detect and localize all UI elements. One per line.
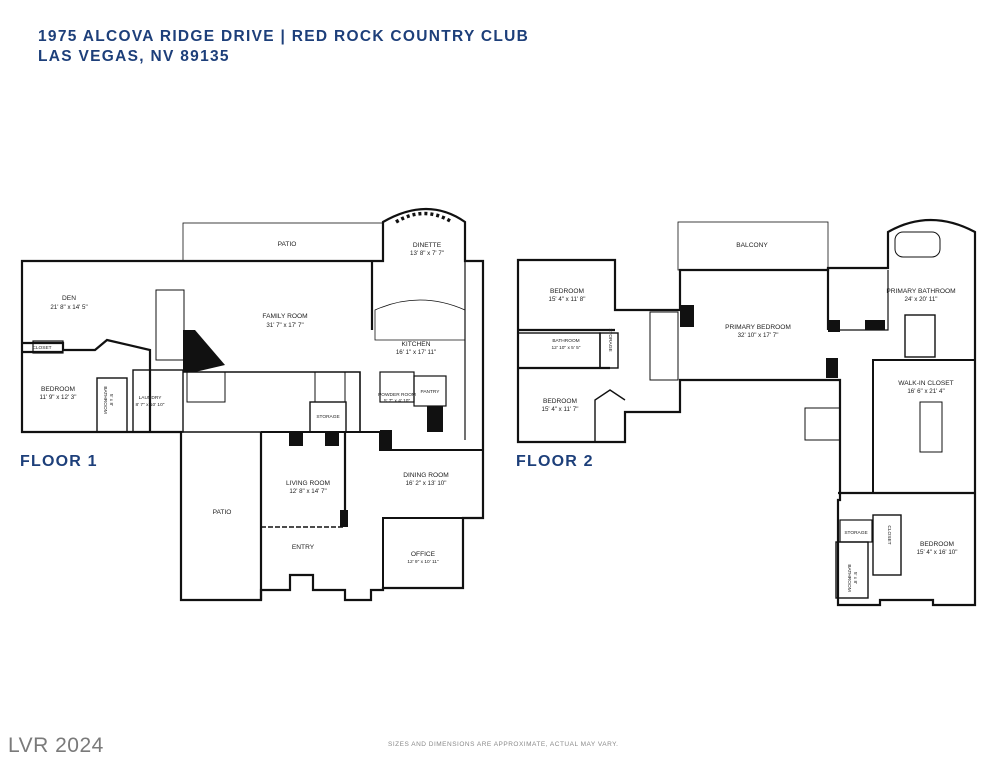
- bedroom-c-label: BEDROOM: [920, 541, 954, 548]
- entry-label: ENTRY: [292, 544, 315, 551]
- storage-label: STORAGE: [316, 414, 339, 420]
- watermark: LVR 2024: [8, 734, 104, 757]
- walk-in-closet-label: WALK-IN CLOSET: [898, 380, 953, 387]
- floor1-outline: [20, 207, 485, 602]
- office-label: OFFICE: [411, 551, 436, 558]
- f2-bathroom-small-label: BATHROOM: [846, 564, 852, 591]
- living-room-dims: 12' 8" x 14' 7": [289, 488, 326, 495]
- floor2-outline: [516, 218, 977, 607]
- address-title: 1975 ALCOVA RIDGE DRIVE | RED ROCK COUNT…: [38, 28, 530, 45]
- dinette-label: DINETTE: [413, 242, 442, 249]
- bedroom-dims: 11' 9" x 12' 3": [40, 394, 77, 401]
- family-room-label: FAMILY ROOM: [262, 313, 307, 320]
- primary-bathroom-dims: 24' x 20' 11": [905, 296, 938, 303]
- floor2-label: FLOOR 2: [516, 453, 594, 470]
- dining-room-label: DINING ROOM: [403, 472, 448, 479]
- storage-b-label: STORAGE: [844, 530, 867, 536]
- dining-room-dims: 16' 2" x 13' 10": [406, 480, 447, 487]
- patio-top-label: PATIO: [278, 241, 297, 248]
- primary-bedroom-dims: 32' 10" x 17' 7": [738, 332, 779, 339]
- den-dims: 21' 8" x 14' 5": [50, 304, 87, 311]
- disclaimer: SIZES AND DIMENSIONS ARE APPROXIMATE, AC…: [388, 741, 619, 748]
- powder-room-dims: 5' 7" x 4' 10": [384, 398, 411, 404]
- family-room-dims: 31' 7" x 17' 7": [266, 322, 303, 329]
- laundry-dims: 8' 7" x 10' 10": [136, 402, 165, 408]
- laundry-label: LAUNDRY: [139, 395, 163, 401]
- patio-left-label: PATIO: [213, 509, 232, 516]
- walk-in-closet-dims: 16' 6" x 21' 4": [907, 388, 944, 395]
- kitchen-dims: 16' 1" x 17' 11": [396, 349, 436, 356]
- balcony-label: BALCONY: [736, 242, 768, 249]
- primary-bathroom-label: PRIMARY BATHROOM: [886, 288, 955, 295]
- kitchen-label: KITCHEN: [402, 341, 431, 348]
- bedroom-a-dims: 15' 4" x 11' 8": [549, 296, 586, 303]
- bathroom-label: BATHROOM: [102, 386, 108, 413]
- dinette-dims: 13' 8" x 7' 7": [410, 250, 444, 257]
- storage-a-label: STORAGE: [607, 328, 613, 351]
- f2-closet-label: CLOSET: [886, 525, 892, 544]
- bedroom-b-dims: 15' 4" x 11' 7": [542, 406, 579, 413]
- floor1-label: FLOOR 1: [20, 453, 98, 470]
- bedroom-b-label: BEDROOM: [543, 398, 577, 405]
- bedroom-label: BEDROOM: [41, 386, 75, 393]
- den-label: DEN: [62, 295, 76, 302]
- primary-bedroom-label: PRIMARY BEDROOM: [725, 324, 791, 331]
- living-room-label: LIVING ROOM: [286, 480, 330, 487]
- f2-bathroom-label: BATHROOM: [552, 338, 579, 344]
- f2-bathroom-small-dims: 5' x 8': [852, 572, 858, 584]
- bedroom-c-dims: 15' 4" x 16' 10": [917, 549, 958, 556]
- bathroom-dims: 5' x 8': [108, 394, 114, 406]
- f2-bathroom-dims: 12' 10" x 5' 5": [552, 345, 581, 351]
- powder-room-label: POWDER ROOM: [378, 392, 416, 398]
- closet-label: CLOSET: [32, 345, 51, 351]
- bedroom-a-label: BEDROOM: [550, 288, 584, 295]
- office-dims: 12' 9" x 10' 11": [407, 559, 439, 565]
- city-subtitle: LAS VEGAS, NV 89135: [38, 48, 230, 65]
- pantry-label: PANTRY: [420, 389, 440, 395]
- dinette-bay: [395, 211, 453, 224]
